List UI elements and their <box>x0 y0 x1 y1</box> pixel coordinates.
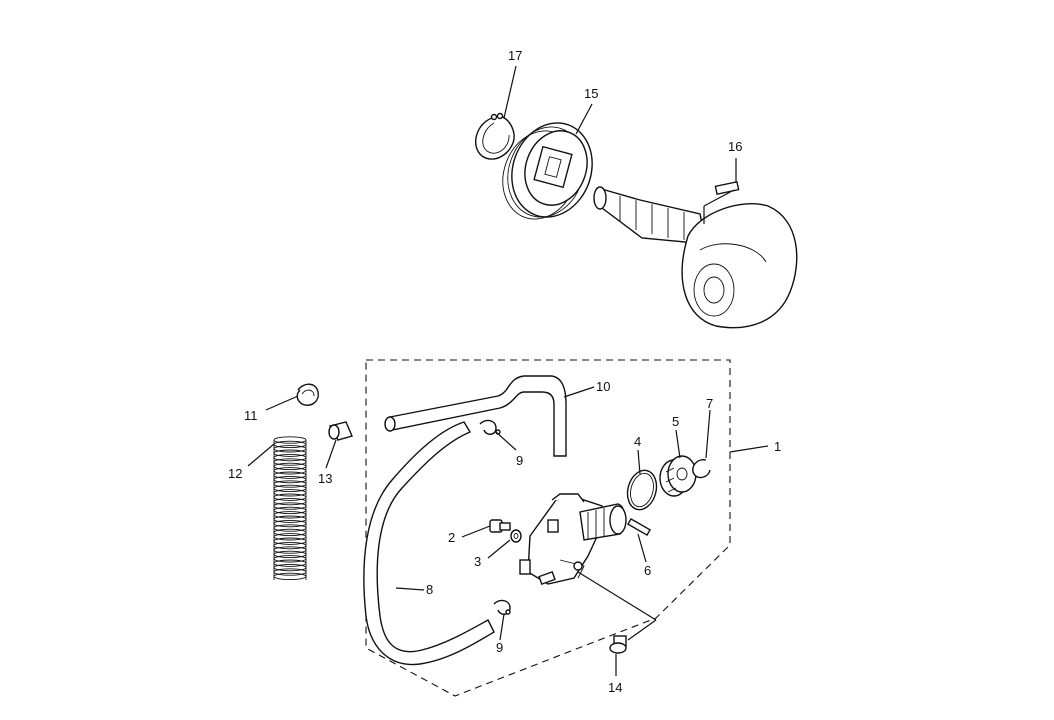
callout-7: 7 <box>706 396 713 411</box>
hose-clip-11 <box>296 383 319 406</box>
drive-gear-5 <box>659 455 697 497</box>
callout-14: 14 <box>608 680 622 695</box>
callout-1: 1 <box>774 439 781 454</box>
crankshaft-16 <box>593 180 798 329</box>
callout-8: 8 <box>426 582 433 597</box>
callout-15: 15 <box>584 86 598 101</box>
callout-2: 2 <box>448 530 455 545</box>
washer-3 <box>510 529 522 543</box>
kit-boundary <box>365 359 731 697</box>
callout-9-lower: 9 <box>496 640 503 655</box>
callout-11: 11 <box>244 408 258 423</box>
callout-5: 5 <box>672 414 679 429</box>
drive-pulley-15 <box>502 122 593 220</box>
bolt-2 <box>489 519 511 533</box>
callout-4: 4 <box>634 434 641 449</box>
hose-clip-9-lower <box>493 599 511 615</box>
callout-16: 16 <box>728 139 742 154</box>
screw-14 <box>609 635 627 654</box>
hose-8 <box>363 421 495 666</box>
collar-13 <box>328 421 353 441</box>
callout-12: 12 <box>228 466 242 481</box>
callout-3: 3 <box>474 554 481 569</box>
oil-pump-body <box>519 493 627 586</box>
spring-coil <box>273 572 307 581</box>
pin-6 <box>627 517 651 537</box>
o-ring-4 <box>626 469 658 511</box>
callout-10: 10 <box>596 379 610 394</box>
hose-10 <box>384 375 567 457</box>
snap-ring-17 <box>474 112 515 160</box>
spring-12 <box>273 436 307 581</box>
leader-lines <box>247 65 769 676</box>
circlip-7 <box>692 459 711 479</box>
callout-6: 6 <box>644 563 651 578</box>
callout-9-upper: 9 <box>516 453 523 468</box>
callout-17: 17 <box>508 48 522 63</box>
callout-13: 13 <box>318 471 332 486</box>
